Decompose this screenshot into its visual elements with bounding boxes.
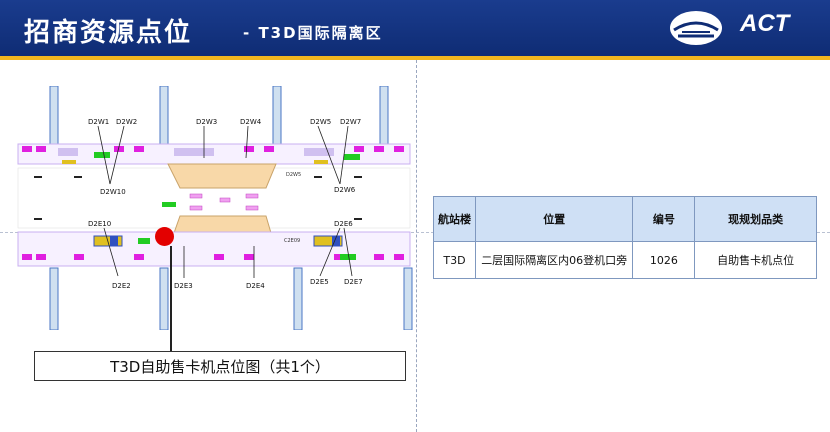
gate-label: D2W5 [310,118,331,126]
table-cell: 自助售卡机点位 [694,241,817,279]
column-header: 航站楼 [433,196,476,242]
table-row: T3D 二层国际隔离区内06登机口旁 1026 自助售卡机点位 [433,241,817,279]
gate-label: D2W2 [116,118,137,126]
gate-labels: D2W1 D2W2 D2W3 D2W4 D2W5 D2W7 D2W10 D2W6… [88,118,363,290]
gate-label: D2W3 [196,118,217,126]
gate-label: D2E6 [334,220,353,228]
guide-horizontal [0,232,830,233]
lower-shops [22,254,404,260]
gate-label: D2E2 [112,282,131,290]
gate-label: D2W10 [100,188,126,196]
jet-bridges-top [49,86,389,147]
gate-label: D2E4 [246,282,265,290]
leader-lines [97,125,353,278]
corridor-kiosks [189,193,259,211]
small-label: D2W5 [286,172,301,178]
page-subtitle: - T3D国际隔离区 [243,24,383,42]
gate-label: D2E5 [310,278,329,286]
page-title: 招商资源点位 [24,18,193,48]
act-logo [670,11,722,45]
jet-bridges-bottom [49,267,413,330]
header-accent-stripe [0,56,830,60]
lower-concourse [17,231,411,267]
table-cell: T3D [433,241,476,279]
guide-vertical [416,60,417,432]
gate-label: D2E10 [88,220,111,228]
resource-table: 航站楼 位置 编号 现规划品类 T3D 二层国际隔离区内06登机口旁 1026 … [433,196,817,279]
logo-text: ACT [740,10,790,37]
small-label: C2E09 [284,238,300,244]
callout-line [170,246,172,352]
terminal-floor-map: D2W1 D2W2 D2W3 D2W4 D2W5 D2W7 D2W10 D2W6… [17,86,413,330]
table-cell: 1026 [632,241,696,279]
vending-machine-marker [155,227,174,246]
map-caption: T3D自助售卡机点位图（共1个） [34,351,406,381]
gate-label: D2W7 [340,118,361,126]
table-header-row: 航站楼 位置 编号 现规划品类 [433,196,817,242]
table-cell: 二层国际隔离区内06登机口旁 [474,241,634,279]
column-header: 位置 [474,196,634,242]
gate-label: D2W6 [334,186,356,194]
column-header: 现规划品类 [694,196,817,242]
gate-label: D2E7 [344,278,363,286]
upper-plaza [167,163,277,189]
green-shop-upper [94,152,110,158]
column-header: 编号 [632,196,696,242]
gate-label: D2W1 [88,118,109,126]
gate-label: D2E3 [174,282,193,290]
upper-shops [22,146,404,156]
gate-label: D2W4 [240,118,262,126]
